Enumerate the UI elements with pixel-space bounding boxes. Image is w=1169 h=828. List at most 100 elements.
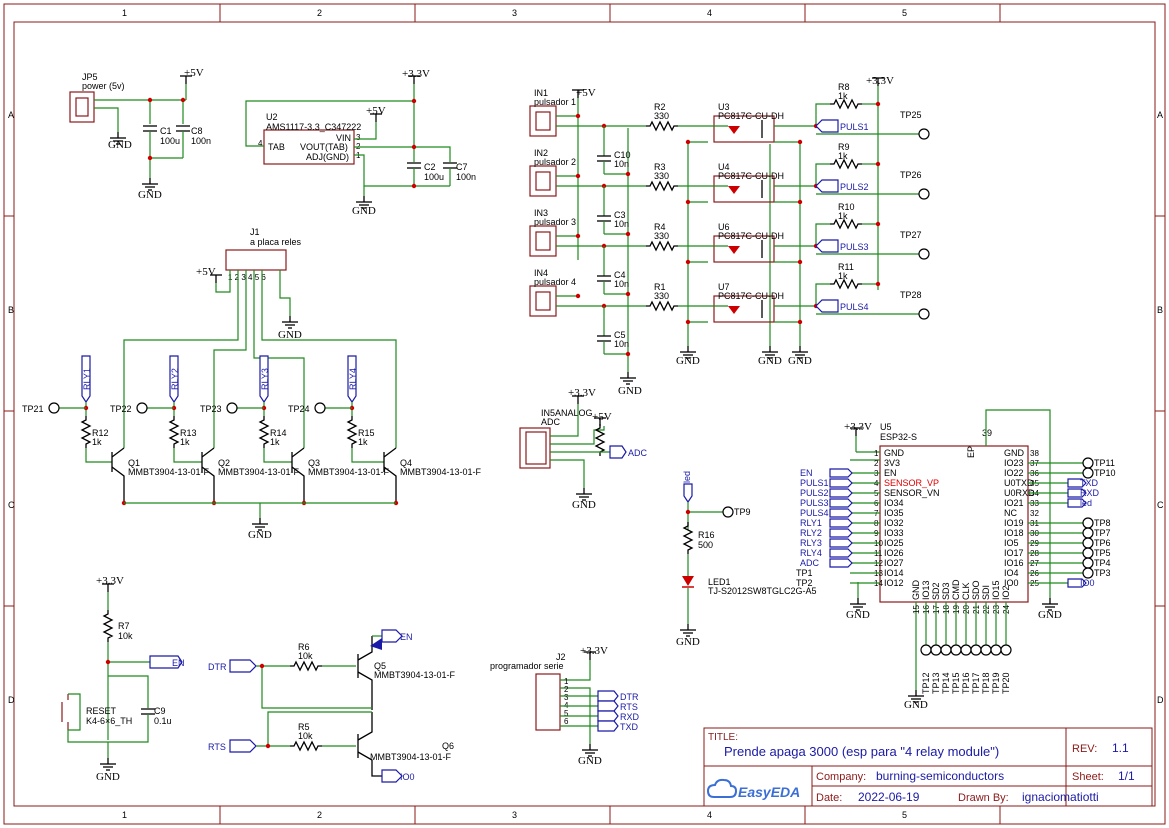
- c1-ref: C1: [160, 126, 172, 136]
- c-ref: C3: [614, 210, 626, 220]
- test-point: [136, 402, 148, 414]
- r-value: 330: [654, 171, 669, 181]
- column-label-top: 1: [122, 8, 127, 18]
- esp-pin-name: GND: [1004, 448, 1025, 458]
- esp-bottom-tp: TP13: [931, 672, 941, 694]
- junction: [797, 139, 803, 145]
- esp-bottom-tp: TP15: [951, 672, 961, 694]
- test-point: [980, 644, 992, 656]
- esp-right-tp: TP3: [1094, 568, 1111, 578]
- prog-net-flag: [597, 720, 619, 732]
- c8-ref: C8: [191, 126, 203, 136]
- v33-label: +3.3V: [844, 421, 872, 433]
- u-ref: U4: [718, 162, 730, 172]
- wire: [815, 163, 830, 186]
- column-label-top: 2: [317, 8, 322, 18]
- test-point: [960, 644, 972, 656]
- v5-label: +5V: [576, 87, 596, 99]
- sheet-frame: [3, 3, 1166, 825]
- r5-value: 10k: [298, 731, 313, 741]
- j2-pin-number: 3: [564, 693, 569, 702]
- column-label-top: 5: [902, 8, 907, 18]
- rp-ref: R10: [838, 202, 855, 212]
- rp-ref: R8: [838, 82, 850, 92]
- esp-left-net: RLY2: [800, 528, 822, 538]
- puls-net: PULS3: [840, 242, 869, 252]
- test-point: [970, 644, 982, 656]
- u2-ref: U2: [266, 112, 278, 122]
- input-connector: [529, 105, 557, 137]
- tp-label: TP26: [900, 170, 922, 180]
- esp-net-flag: [1067, 578, 1087, 588]
- sheet-value: 1/1: [1118, 769, 1135, 783]
- test-point: [1082, 537, 1094, 549]
- j2-pin-number: 6: [564, 717, 569, 726]
- puls-net: PULS4: [840, 302, 869, 312]
- esp-pin-name: IO13: [921, 580, 931, 600]
- c9-ref: C9: [154, 706, 166, 716]
- u-ref: U3: [718, 102, 730, 112]
- c-value: 10n: [614, 339, 629, 349]
- row-label-right: D: [1157, 695, 1164, 705]
- esp-right-tp: TP6: [1094, 538, 1111, 548]
- input-connector-body: [535, 171, 551, 191]
- transistor-collector: [383, 447, 397, 458]
- gnd-label: GND: [904, 699, 928, 711]
- wire: [351, 448, 384, 463]
- puls-net-flag: [815, 239, 839, 253]
- u-value: PC817C-CU-DH: [718, 231, 784, 241]
- junction: [575, 173, 581, 179]
- test-point: [918, 248, 930, 260]
- v33-label: +3.3V: [96, 575, 124, 587]
- r-value: 1k: [358, 437, 368, 447]
- esp32-module: U5 ESP32-S 39 EP +3.3V GND GND GND: [844, 409, 1062, 711]
- junction: [625, 231, 631, 237]
- esp-net-flag: [829, 478, 853, 488]
- test-point: [990, 644, 1002, 656]
- esp-pin-name: EN: [884, 468, 897, 478]
- puls-net-flag: [815, 179, 839, 193]
- status-led: led TP9 R16 500 LED1 TJ-S2012SW8TGLC2G-A…: [676, 471, 817, 648]
- c2-ref: C2: [424, 162, 436, 172]
- column-label-bottom: 3: [512, 810, 517, 820]
- prog-net-flag: [597, 700, 619, 712]
- r-value: 330: [654, 291, 669, 301]
- tp-label: TP24: [288, 404, 310, 414]
- wire: [173, 448, 202, 463]
- esp-pin-name: CLK: [961, 582, 971, 600]
- test-point: [940, 644, 952, 656]
- q-value: MMBT3904-13-01-F: [128, 467, 210, 477]
- esp-bottom-tp: TP18: [981, 672, 991, 694]
- esp-pin-name: IO4: [1004, 568, 1019, 578]
- junction: [625, 291, 631, 297]
- c8-value: 100n: [191, 136, 211, 146]
- in5-value: ADC: [541, 417, 561, 427]
- in-value: pulsador 4: [534, 277, 576, 287]
- u2-value: AMS1117-3.3_C347222: [266, 122, 361, 132]
- esp-pin-name: GND: [911, 580, 921, 601]
- esp-right-net: TXD: [1080, 478, 1099, 488]
- svg-text:4: 4: [258, 139, 263, 148]
- junction: [685, 199, 691, 205]
- sheet-label: Sheet:: [1072, 771, 1104, 783]
- resistor: [829, 159, 863, 169]
- resistor: [645, 301, 679, 311]
- en-net: EN: [400, 632, 413, 642]
- gnd-label: GND: [352, 205, 376, 217]
- q-value: MMBT3904-13-01-F: [308, 467, 390, 477]
- resistor: [81, 415, 91, 449]
- transistor-emitter: [383, 466, 397, 503]
- r-ref: R2: [654, 102, 666, 112]
- adc-net: ADC: [628, 448, 648, 458]
- u-value: PC817C-CU-DH: [718, 171, 784, 181]
- row-label-right: B: [1157, 305, 1163, 315]
- r-ref: R13: [180, 428, 197, 438]
- input-section: +5V GND GND GND GND +3.3V: [571, 75, 894, 397]
- c-value: 10n: [614, 279, 629, 289]
- test-point: [1000, 644, 1012, 656]
- junction: [797, 319, 803, 325]
